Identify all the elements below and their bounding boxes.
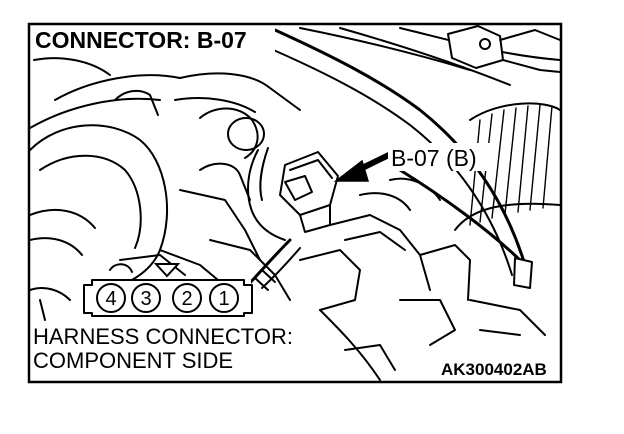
connector-pin-3: 3 xyxy=(140,288,151,310)
connector-pin-2: 2 xyxy=(181,288,192,310)
callout-background xyxy=(388,143,494,171)
engine-bay-artwork xyxy=(29,25,561,381)
connector-pin-1: 1 xyxy=(218,288,229,310)
connector-pin-1-circle xyxy=(209,283,239,313)
caption-line-2: COMPONENT SIDE xyxy=(33,348,233,373)
figure-code: AK300402AB xyxy=(441,360,547,379)
connector-pinout: 4 3 2 1 xyxy=(83,263,253,317)
diagram-title: CONNECTOR: B-07 xyxy=(35,27,247,53)
figure-code-background xyxy=(438,356,559,378)
callout-label: B-07 (B) xyxy=(391,145,477,171)
connector-housing xyxy=(83,279,253,317)
connector-pin-4-circle xyxy=(96,283,126,313)
connector-key-icon xyxy=(153,263,181,278)
connector-pin-2-circle xyxy=(172,283,202,313)
connector-pin-3-circle xyxy=(131,283,161,313)
title-background xyxy=(31,26,275,54)
connector-pin-4: 4 xyxy=(105,288,116,310)
caption-background xyxy=(31,322,331,374)
caption-line-1: HARNESS CONNECTOR: xyxy=(33,324,293,349)
